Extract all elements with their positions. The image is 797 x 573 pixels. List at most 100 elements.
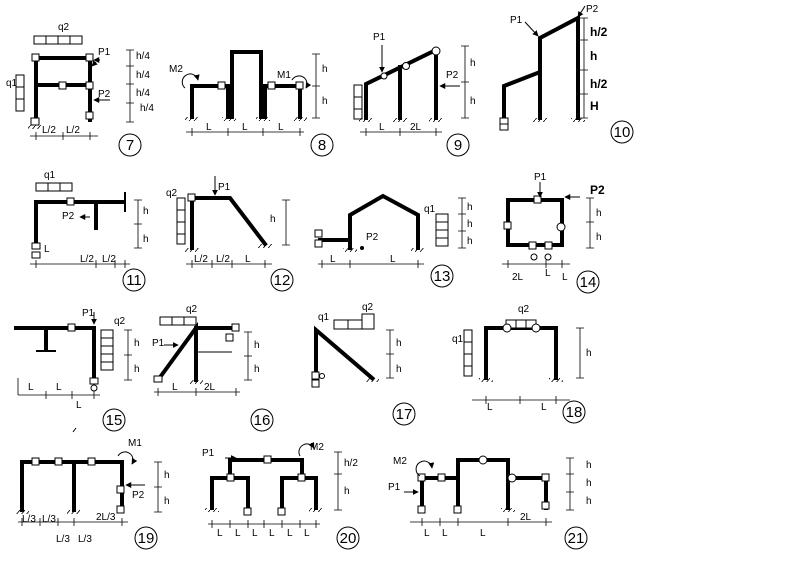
problem-8: M2 M1 L L L h h 8 — [169, 50, 334, 157]
label-s2: L — [545, 268, 551, 279]
problem-18: q2 q1 L L h 18 — [452, 304, 592, 424]
label-h3: h/4 — [136, 88, 150, 99]
label-s1: L — [28, 382, 34, 393]
label-q2: q2 — [58, 22, 70, 33]
label-h1: h/2 — [590, 25, 608, 39]
label-P1: P1 — [218, 182, 231, 193]
label-h1: h/2 — [344, 458, 358, 469]
label-s5: 2L/3 — [96, 512, 116, 523]
label-s1: L/3 — [22, 514, 36, 525]
distributed-load-q2 — [159, 316, 197, 326]
label-s1: L — [424, 528, 430, 539]
label-P2: P2 — [366, 232, 379, 243]
problem-20: P1 M2 L L L L L L h/2 h 20 — [202, 441, 360, 550]
label-P1: P1 — [373, 32, 386, 43]
frame-members — [506, 198, 564, 247]
label-h2: h — [586, 478, 592, 489]
label-P1: P1 — [510, 15, 523, 26]
label-s3: L — [562, 272, 568, 283]
problem-number-7: 7 — [126, 137, 134, 154]
moment-M2 — [415, 460, 435, 477]
problem-number-15: 15 — [106, 412, 123, 429]
label-M2: M2 — [393, 456, 407, 467]
label-P1: P1 — [534, 172, 547, 183]
label-h1: h — [586, 460, 592, 471]
label-h1: h — [164, 470, 170, 481]
label-s2: L — [442, 528, 448, 539]
problem-number-12: 12 — [274, 272, 291, 289]
label-h1: h — [470, 58, 476, 69]
label-span2: L/2 — [66, 125, 80, 136]
label-P2: P2 — [586, 4, 599, 15]
distributed-load-q1 — [35, 182, 73, 192]
problem-number-14: 14 — [580, 274, 597, 291]
label-P2: P2 — [590, 183, 605, 197]
distributed-load-q1 — [463, 329, 473, 377]
problem-9: P1 P2 L 2L h h 9 — [353, 32, 476, 157]
label-s2: L/2 — [216, 254, 230, 265]
frame-members — [34, 200, 126, 245]
label-q1: q1 — [44, 170, 56, 181]
distributed-load-q2 — [176, 197, 186, 245]
label-P1: P1 — [98, 47, 111, 58]
label-P2: P2 — [62, 211, 75, 222]
label-h2: h — [134, 364, 140, 375]
label-s2: 2L — [410, 122, 422, 133]
problem-number-18: 18 — [566, 404, 583, 421]
label-h2: h — [590, 49, 597, 63]
problem-19: M1 P2 L/3 L/3 L/3 L/3 2L/3 h h 19 — [15, 438, 170, 550]
frame-members — [484, 326, 558, 380]
problem-10: P1 P2 h/2 h h/2 H 10 — [499, 4, 634, 144]
problem-7: q2 q1 P1 P2 h/4 h/4 h/4 h/4 L/2 L/2 7 — [6, 22, 154, 157]
label-s2: L — [56, 382, 62, 393]
frame-members — [364, 46, 438, 120]
label-h2: h — [596, 232, 602, 243]
label-h: h — [270, 214, 276, 225]
label-h2: h — [467, 219, 473, 230]
label-s1: L — [172, 382, 178, 393]
moment-M1 — [291, 75, 312, 89]
problem-15: P1 q2 L L L h h 15 — [14, 308, 140, 433]
problem-number-9: 9 — [454, 137, 462, 154]
label-s2: L — [235, 528, 241, 539]
label-h2: h — [164, 496, 170, 507]
label-h1: h — [596, 208, 602, 219]
problem-17: q1 q2 h h 17 — [311, 302, 416, 426]
problem-number-8: 8 — [318, 137, 326, 154]
force-arrow-P1 — [91, 60, 98, 67]
label-s3: L — [245, 254, 251, 265]
label-s2: L/2 — [80, 254, 94, 265]
label-P1: P1 — [82, 308, 95, 319]
frame-members — [190, 196, 268, 250]
label-s1: L — [487, 402, 493, 413]
problem-number-21: 21 — [568, 530, 585, 547]
frame-members — [190, 50, 302, 119]
label-h2: h — [396, 364, 402, 375]
label-s1: L/2 — [194, 254, 208, 265]
problem-number-20: 20 — [340, 530, 357, 547]
label-M2: M2 — [169, 64, 183, 75]
label-P1: P1 — [152, 338, 165, 349]
label-s4: 2L — [520, 512, 532, 523]
label-h4: h/4 — [140, 103, 154, 114]
problem-number-19: 19 — [138, 530, 155, 547]
frame-members — [502, 14, 580, 120]
moment-M2 — [298, 441, 315, 457]
label-s4: L — [269, 528, 275, 539]
label-h1: h — [254, 340, 260, 351]
frame-members — [14, 326, 96, 380]
label-h: h — [586, 348, 592, 359]
label-h3: h — [467, 236, 473, 247]
label-h1: h — [143, 206, 149, 217]
frame-members — [20, 460, 124, 512]
problem-number-11: 11 — [126, 272, 142, 289]
label-h4: H — [590, 99, 599, 113]
label-s6: L — [304, 528, 310, 539]
distributed-load-q1 — [435, 213, 449, 247]
label-q2: q2 — [362, 302, 374, 313]
frame-members — [318, 193, 420, 250]
problem-13: P2 q1 L L h h h 13 — [314, 193, 473, 288]
moment-M1 — [117, 451, 138, 465]
label-s4: L/3 — [78, 534, 92, 545]
label-q2: q2 — [114, 316, 126, 327]
